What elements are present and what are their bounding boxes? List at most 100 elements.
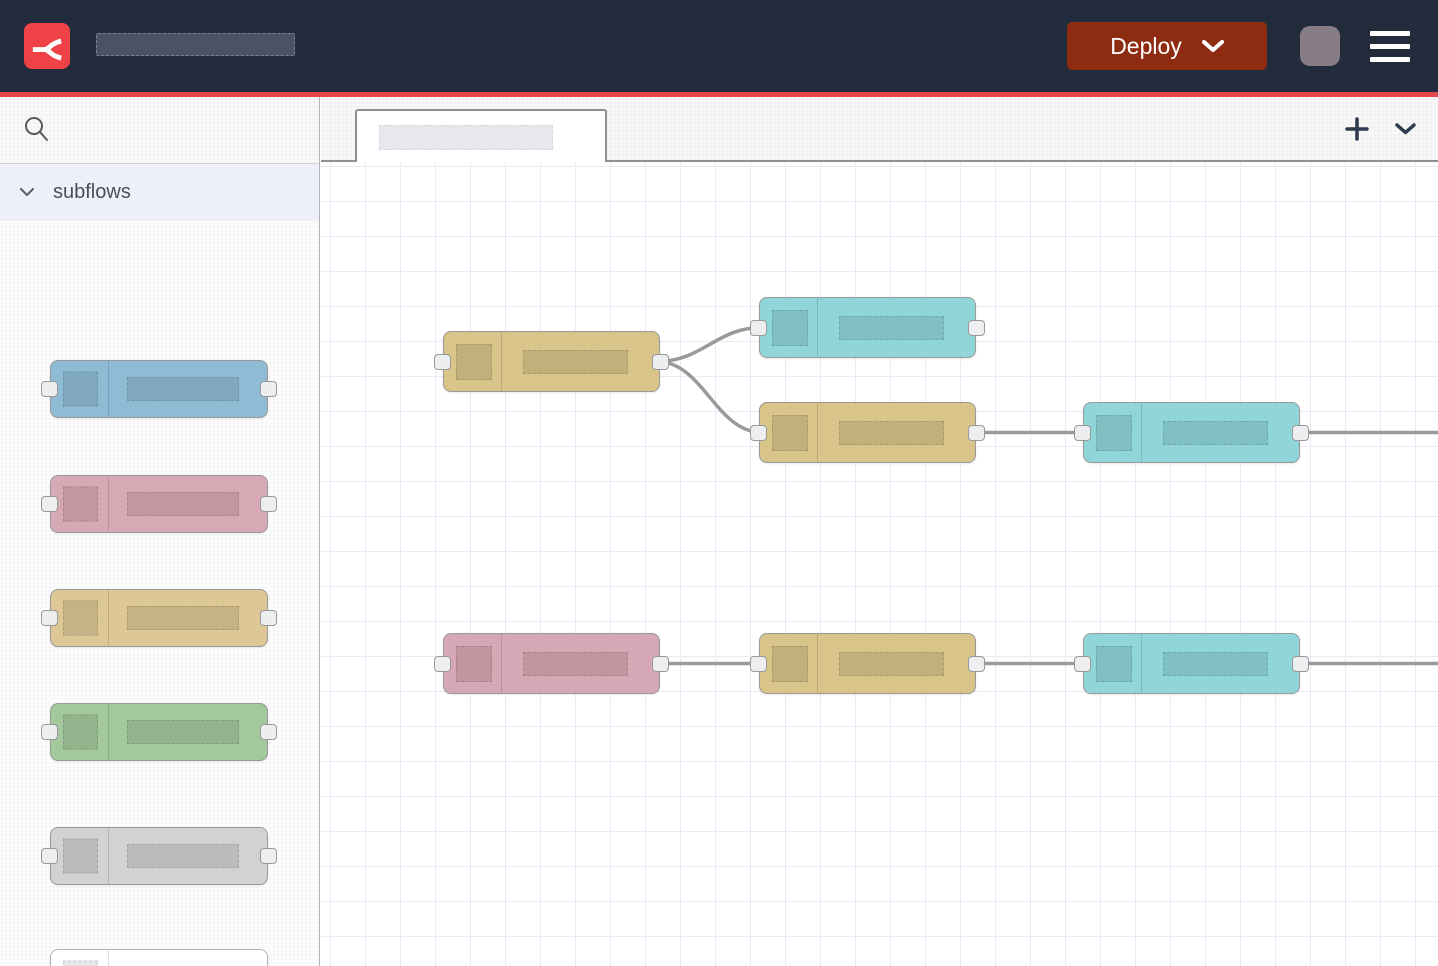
app-logo: [24, 23, 70, 69]
node-icon-region: [51, 361, 109, 417]
input-port[interactable]: [750, 319, 767, 336]
node-label-placeholder: [1163, 651, 1268, 676]
input-port[interactable]: [41, 610, 58, 626]
palette-item-list: [0, 221, 319, 966]
flow-node-pink-1[interactable]: [434, 633, 669, 694]
node-icon-placeholder: [63, 371, 98, 407]
node-icon-placeholder: [456, 343, 492, 380]
node-icon-region: [1084, 403, 1142, 462]
node-label-placeholder: [523, 651, 628, 676]
node-icon-placeholder: [63, 960, 98, 966]
input-port[interactable]: [1074, 655, 1091, 672]
palette-node-white-subflow[interactable]: [50, 949, 268, 966]
node-label-placeholder: [127, 492, 239, 516]
node-icon-placeholder: [63, 838, 98, 874]
palette-node-blue-subflow[interactable]: [41, 360, 277, 418]
node-icon-region: [51, 828, 109, 884]
header-bar: Deploy: [0, 0, 1438, 92]
node-icon-region: [760, 403, 818, 462]
flow-node-yellow-1[interactable]: [434, 331, 669, 392]
deploy-button[interactable]: Deploy: [1067, 22, 1267, 70]
node-icon-region: [51, 704, 109, 760]
add-tab-plus-icon[interactable]: [1345, 116, 1369, 141]
input-port[interactable]: [41, 496, 58, 512]
palette-node-gray-subflow[interactable]: [41, 827, 277, 885]
flow-node-yellow-3[interactable]: [750, 633, 985, 694]
palette-node-yellow-subflow[interactable]: [41, 589, 277, 647]
flow-tab[interactable]: [355, 109, 607, 162]
palette-node-green-subflow[interactable]: [41, 703, 277, 761]
node-label-placeholder: [127, 720, 239, 744]
hamburger-menu-button[interactable]: [1370, 31, 1410, 62]
node-icon-placeholder: [456, 645, 492, 682]
input-port[interactable]: [41, 848, 58, 864]
output-port[interactable]: [1292, 424, 1309, 441]
deploy-chevron-down-icon: [1201, 39, 1224, 52]
output-port[interactable]: [1292, 655, 1309, 672]
wire[interactable]: [656, 359, 763, 435]
node-icon-placeholder: [1096, 645, 1132, 682]
node-label-placeholder: [127, 377, 239, 401]
chevron-down-icon: [20, 188, 34, 196]
flow-node-cyan-1[interactable]: [750, 297, 985, 358]
header-title-placeholder: [96, 33, 295, 56]
palette-section-label: subflows: [53, 181, 131, 203]
workspace: [321, 97, 1438, 966]
node-icon-region: [1084, 634, 1142, 693]
input-port[interactable]: [41, 381, 58, 397]
node-label-placeholder: [523, 349, 628, 374]
flow-node-layer: [321, 162, 1438, 966]
node-label-placeholder: [839, 420, 944, 445]
node-icon-placeholder: [63, 486, 98, 522]
flow-node-yellow-2[interactable]: [750, 402, 985, 463]
flow-node-cyan-2[interactable]: [1074, 402, 1309, 463]
tab-list-chevron-down-icon[interactable]: [1395, 122, 1416, 135]
palette-section-subflows[interactable]: subflows: [0, 163, 319, 221]
wire-layer: [656, 325, 1438, 666]
node-icon-region: [760, 634, 818, 693]
wire[interactable]: [656, 325, 763, 364]
node-icon-region: [51, 590, 109, 646]
input-port[interactable]: [1074, 424, 1091, 441]
node-icon-placeholder: [772, 645, 808, 682]
node-icon-region: [444, 332, 502, 391]
header-accent-line: [0, 92, 1438, 97]
output-port[interactable]: [968, 319, 985, 336]
palette-sidebar: subflows: [0, 97, 320, 966]
output-port[interactable]: [968, 424, 985, 441]
node-icon-region: [444, 634, 502, 693]
input-port[interactable]: [434, 353, 451, 370]
output-port[interactable]: [260, 381, 277, 397]
input-port[interactable]: [750, 655, 767, 672]
search-icon[interactable]: [21, 115, 51, 147]
output-port[interactable]: [652, 353, 669, 370]
output-port[interactable]: [260, 724, 277, 740]
output-port[interactable]: [260, 848, 277, 864]
palette-node-pink-subflow[interactable]: [41, 475, 277, 533]
node-icon-placeholder: [63, 600, 98, 636]
flow-tab-bar: [321, 97, 1438, 162]
user-avatar[interactable]: [1300, 26, 1340, 66]
node-label-placeholder: [839, 315, 944, 340]
output-port[interactable]: [968, 655, 985, 672]
node-label-placeholder: [127, 606, 239, 630]
input-port[interactable]: [41, 724, 58, 740]
node-icon-region: [760, 298, 818, 357]
output-port[interactable]: [260, 610, 277, 626]
output-port[interactable]: [260, 496, 277, 512]
palette-search-row[interactable]: [0, 97, 319, 163]
flow-tab-title-placeholder: [379, 125, 553, 150]
deploy-label: Deploy: [1110, 32, 1182, 59]
node-label-placeholder: [1163, 420, 1268, 445]
output-port[interactable]: [652, 655, 669, 672]
input-port[interactable]: [434, 655, 451, 672]
node-label-placeholder: [127, 844, 239, 868]
flow-node-cyan-3[interactable]: [1074, 633, 1309, 694]
flow-canvas[interactable]: [321, 162, 1438, 966]
node-label-placeholder: [839, 651, 944, 676]
input-port[interactable]: [750, 424, 767, 441]
node-icon-region: [51, 950, 109, 966]
node-red-branch-icon: [32, 38, 62, 61]
node-icon-placeholder: [772, 414, 808, 451]
